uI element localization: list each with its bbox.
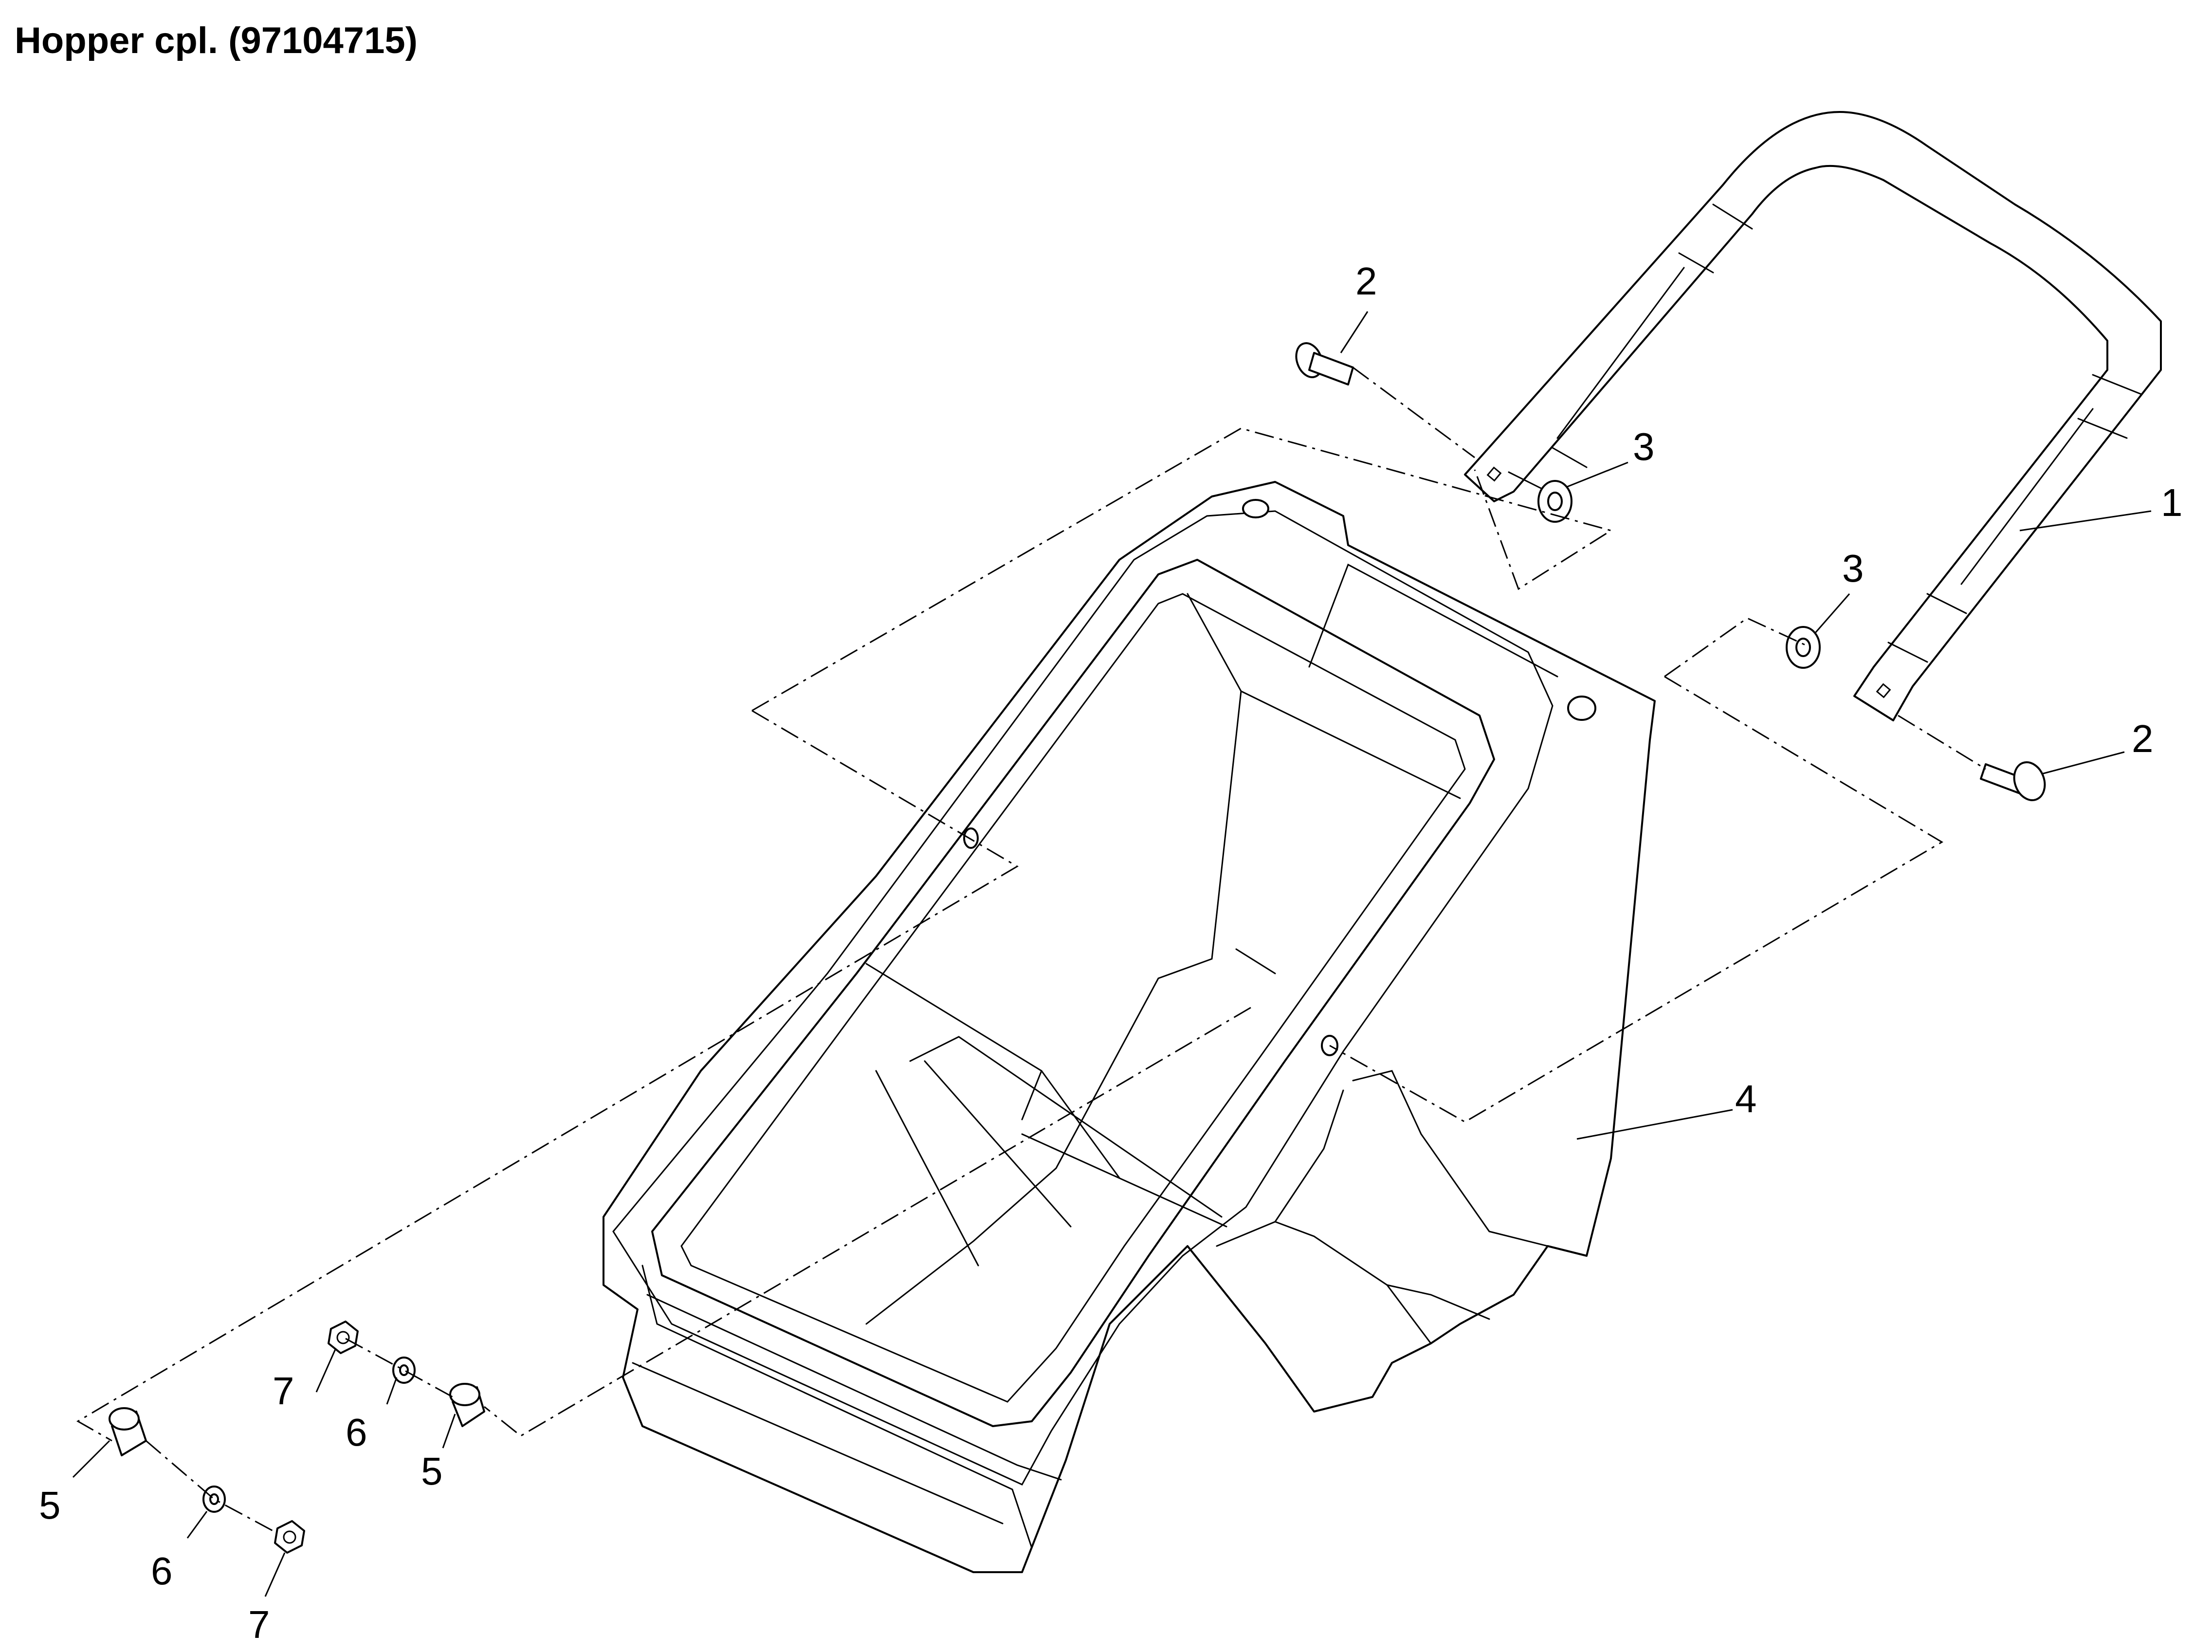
callout-2-lower: 2 bbox=[2132, 717, 2154, 760]
callout-3-upper: 3 bbox=[1633, 425, 1655, 468]
bolt-lower bbox=[1980, 761, 2046, 801]
nut-left bbox=[274, 1520, 305, 1554]
nut-right bbox=[328, 1321, 359, 1354]
assembly-lines bbox=[76, 367, 1986, 1534]
diagram-title: Hopper cpl. (97104715) bbox=[15, 20, 418, 61]
callout-7-left: 7 bbox=[248, 1603, 270, 1646]
handle-bar bbox=[1464, 111, 2162, 721]
callout-6-left: 6 bbox=[151, 1549, 173, 1593]
washer-small-left bbox=[202, 1486, 226, 1513]
callout-4: 4 bbox=[1735, 1077, 1757, 1120]
washer-upper bbox=[1537, 480, 1572, 523]
leader-lines bbox=[72, 311, 2152, 1597]
hopper-body bbox=[603, 481, 1656, 1573]
washer-small-right bbox=[392, 1357, 416, 1384]
callout-1: 1 bbox=[2161, 481, 2183, 524]
callout-6-right: 6 bbox=[346, 1411, 367, 1454]
callout-labels: 1 2 2 3 3 4 5 5 6 6 7 7 bbox=[39, 259, 2183, 1646]
callout-7-right: 7 bbox=[273, 1369, 294, 1413]
callout-3-lower: 3 bbox=[1842, 547, 1864, 590]
callout-5-left: 5 bbox=[39, 1484, 61, 1527]
spacer-right bbox=[449, 1383, 485, 1427]
bolt-upper bbox=[1295, 342, 1354, 385]
callout-2-upper: 2 bbox=[1355, 259, 1377, 303]
washer-lower bbox=[1786, 626, 1821, 669]
spacer-left bbox=[109, 1407, 147, 1456]
callout-5-right: 5 bbox=[421, 1450, 443, 1493]
